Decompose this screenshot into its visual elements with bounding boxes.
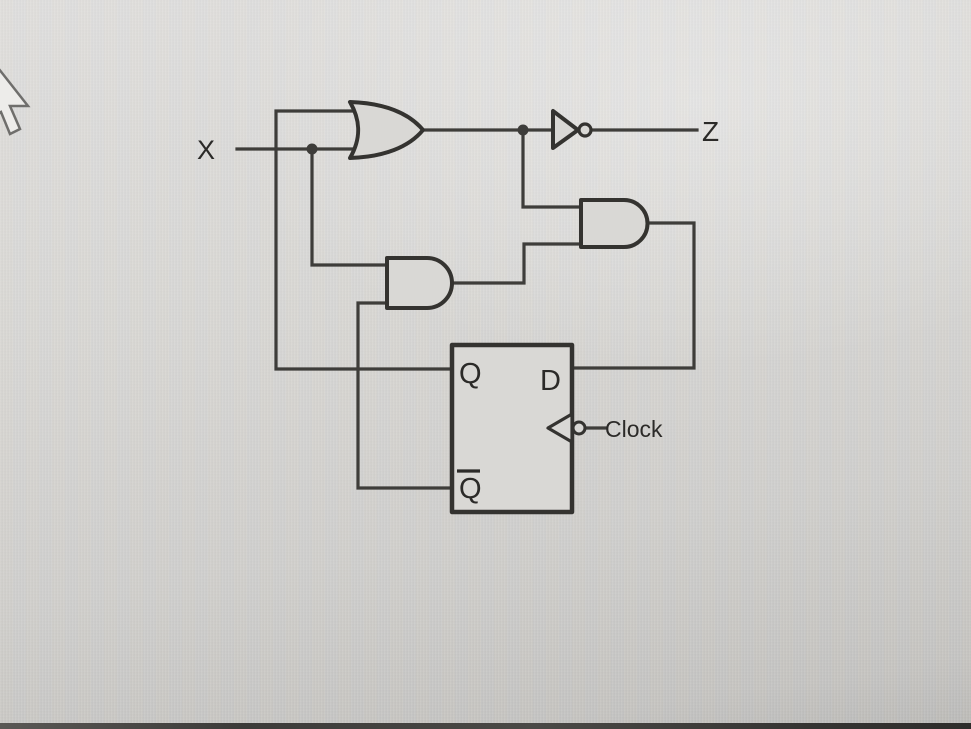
wire-qbar-feedback-to-and-left-bottom <box>356 301 454 490</box>
labels-group: X Z Q D Q Clock <box>197 116 719 505</box>
and-gate-left <box>385 256 454 310</box>
junction-dot-or-output <box>517 124 529 136</box>
d-input-label: D <box>540 365 561 397</box>
qbar-output-label: Q <box>459 473 482 505</box>
and-gate-right <box>579 198 650 249</box>
wire-q-feedback-to-or-top <box>274 109 454 371</box>
wires-group <box>235 109 699 490</box>
wire-branch-to-and-right-top <box>521 128 584 209</box>
q-output-label: Q <box>459 358 482 390</box>
wire-and-left-out-to-and-right-bottom <box>453 242 584 285</box>
not-gate-bubble-icon <box>577 122 593 138</box>
clock-bubble-icon <box>571 420 587 436</box>
input-x-label: X <box>197 135 215 165</box>
screen-bottom-edge <box>0 723 971 729</box>
wire-and-right-out-to-d-input <box>569 221 696 370</box>
junction-dots <box>306 124 529 155</box>
gates-group <box>348 100 650 515</box>
mouse-cursor-icon <box>0 68 31 136</box>
not-gate <box>551 109 580 150</box>
clock-label: Clock <box>605 416 663 442</box>
output-z-label: Z <box>702 116 719 147</box>
wire-x-branch-to-and-left-top <box>310 147 391 267</box>
or-gate <box>348 100 425 160</box>
junction-dot-x <box>306 143 318 155</box>
